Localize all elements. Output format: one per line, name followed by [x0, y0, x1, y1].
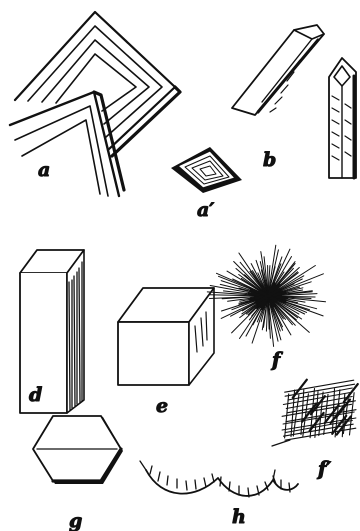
label-e: e	[156, 395, 168, 417]
label-f: f	[270, 349, 283, 371]
crystal-a	[10, 12, 180, 196]
label-f-prime: f′	[316, 458, 331, 480]
crystal-f-prime	[282, 380, 358, 441]
label-a-prime: a′	[197, 199, 214, 221]
label-b: b	[263, 149, 276, 171]
crystal-g	[33, 416, 123, 484]
crystal-f	[207, 245, 325, 346]
crystal-e	[118, 288, 214, 385]
crystal-h	[140, 461, 298, 497]
label-h: h	[232, 506, 246, 528]
crystal-b	[232, 25, 356, 178]
label-a: a	[38, 159, 50, 181]
label-g: g	[69, 510, 82, 531]
label-d: d	[29, 384, 42, 406]
crystal-a-prime	[171, 147, 242, 193]
